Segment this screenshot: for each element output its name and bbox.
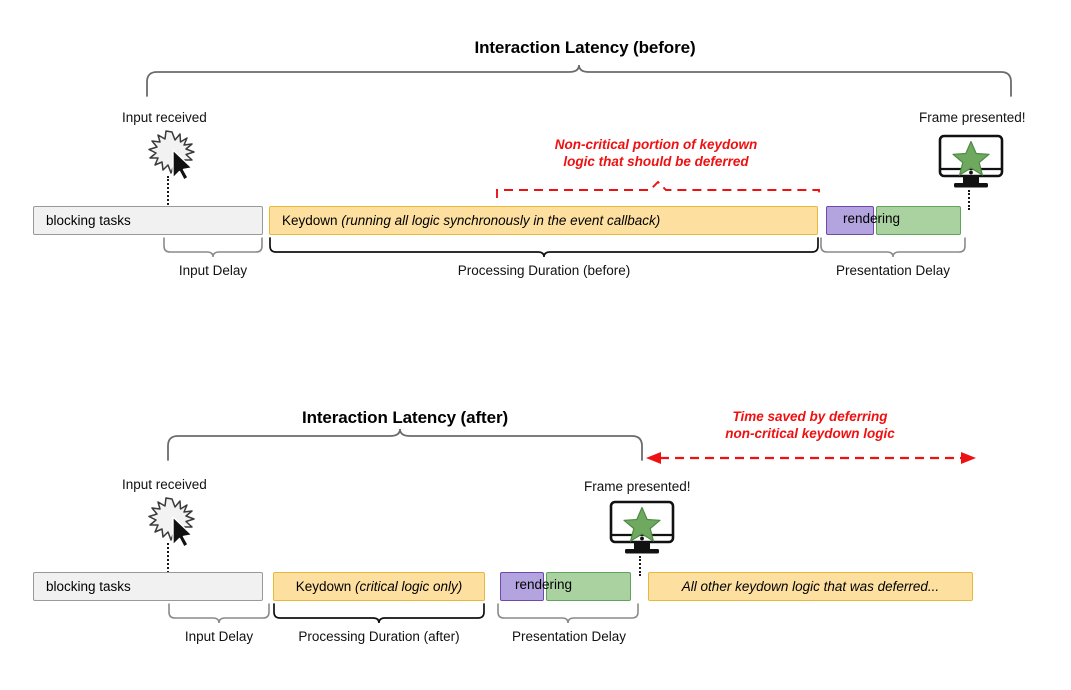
after-input-delay-bracket [168,603,270,624]
after-diagram-title: Interaction Latency (after) [301,408,509,427]
before-red-annotation: Non-critical portion of keydown logic th… [496,136,816,170]
time-saved-arrow [646,452,976,464]
before-frame-leader-line [968,190,970,210]
monitor-star-icon [609,500,675,554]
before-diagram-title: Interaction Latency (before) [474,38,696,57]
after-bar-blocking-tasks-label: blocking tasks [46,579,131,594]
before-bar-blocking-tasks: blocking tasks [33,206,263,235]
before-frame-presented-label: Frame presented! [919,110,1026,125]
before-bar-keydown-label: Keydown [282,213,342,228]
before-bar-pre-render [826,206,874,235]
before-bar-blocking-tasks-label: blocking tasks [46,213,131,228]
before-input-delay-bracket [163,237,263,258]
before-processing-duration-bracket [269,237,819,258]
before-total-latency-bracket [146,64,1012,97]
after-bar-blocking-tasks: blocking tasks [33,572,263,601]
after-red-annotation: Time saved by deferring non-critical key… [650,408,970,442]
after-processing-duration-bracket [273,603,485,624]
after-frame-presented-label: Frame presented! [584,479,691,494]
after-bar-keydown: Keydown (critical logic only) [273,572,485,601]
before-presentation-delay-bracket [820,237,966,258]
before-bar-keydown-detail: (running all logic synchronously in the … [341,213,661,228]
after-bar-pre-render [500,572,544,601]
after-bar-deferred-work-label: All other keydown logic that was deferre… [681,579,940,594]
after-bar-keydown-detail: (critical logic only) [355,579,463,594]
after-bar-rendering-label: rendering [515,577,573,592]
before-bar-rendering-label: rendering [843,211,901,226]
after-bar-deferred-work: All other keydown logic that was deferre… [648,572,973,601]
after-red-annotation-line1: Time saved by deferring [732,409,888,424]
before-input-leader-line [167,176,169,209]
after-red-annotation-line2: non-critical keydown logic [725,426,895,441]
before-bar-keydown: Keydown (running all logic synchronously… [269,206,818,235]
before-input-received-label: Input received [122,110,207,125]
monitor-star-icon [938,134,1004,188]
after-input-received-label: Input received [122,477,207,492]
before-input-delay-label: Input Delay [178,263,248,278]
after-presentation-delay-label: Presentation Delay [511,629,627,644]
after-total-latency-bracket [167,428,643,461]
after-frame-leader-line [639,556,641,576]
starburst-cursor-icon [148,497,195,548]
before-noncritical-dashed-bracket [496,180,820,198]
before-processing-duration-label: Processing Duration (before) [457,263,631,278]
before-red-annotation-line1: Non-critical portion of keydown [554,137,758,152]
after-input-delay-label: Input Delay [184,629,254,644]
after-processing-duration-label: Processing Duration (after) [298,629,460,644]
before-red-annotation-line2: logic that should be deferred [563,154,749,169]
after-bar-keydown-label: Keydown [295,579,355,594]
after-bar-rendering [546,572,631,601]
after-input-leader-line [167,543,169,573]
after-presentation-delay-bracket [497,603,639,624]
before-presentation-delay-label: Presentation Delay [835,263,951,278]
before-bar-rendering [876,206,961,235]
starburst-cursor-icon [148,130,195,181]
